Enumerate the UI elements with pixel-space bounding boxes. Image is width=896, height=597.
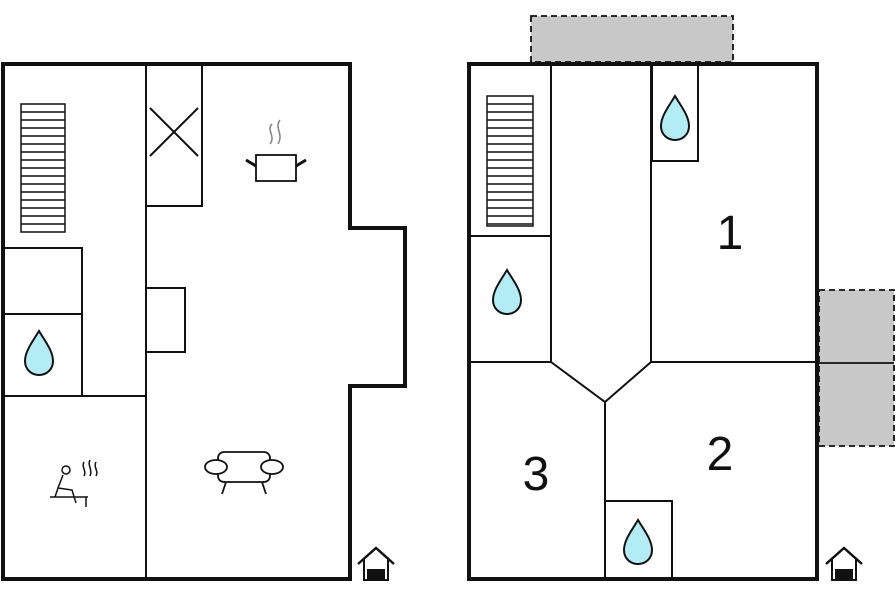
entrance-house-icon <box>824 546 864 582</box>
stairs-icon <box>486 95 534 227</box>
stairs-icon <box>20 103 66 233</box>
room-label-2: 2 <box>707 428 734 481</box>
upper-floor-plan: 1 2 3 <box>467 15 895 582</box>
room-label-1: 1 <box>717 207 744 260</box>
ground-floor-outer-wall <box>1 62 407 581</box>
room-label-3: 3 <box>523 448 550 501</box>
balcony-area <box>530 15 734 63</box>
terrace-area <box>818 289 895 447</box>
fireplace-icon <box>149 107 199 157</box>
sofa-icon <box>204 451 284 495</box>
ground-floor-interior-walls <box>3 64 203 579</box>
kitchen-pot-icon <box>245 119 307 182</box>
ground-floor-plan <box>1 62 407 582</box>
upper-floor-interior-walls <box>469 64 817 579</box>
sauna-icon <box>50 459 98 507</box>
entrance-house-icon <box>356 546 396 582</box>
